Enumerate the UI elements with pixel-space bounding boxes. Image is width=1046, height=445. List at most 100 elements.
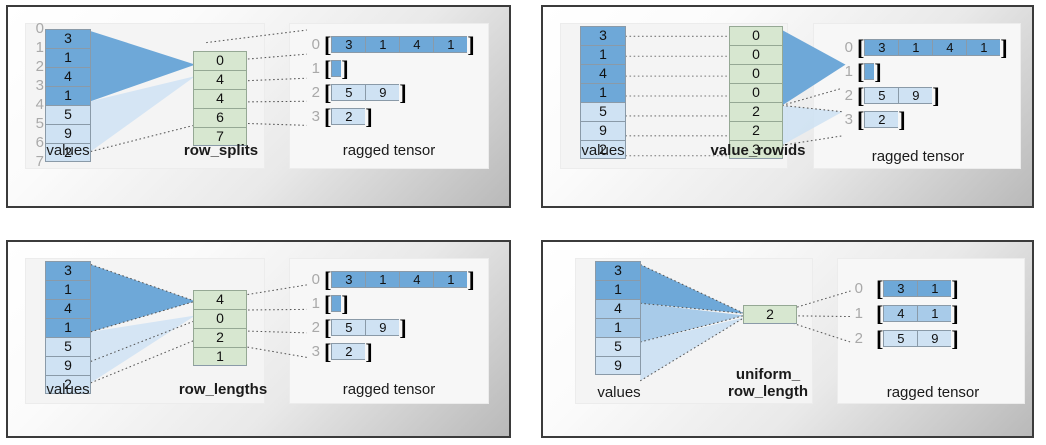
- value-index-label: 4: [35, 96, 44, 113]
- ragged-cell: 2: [331, 108, 366, 125]
- ragged-cell: 2: [331, 343, 366, 360]
- ragged-row-index: 1: [854, 305, 863, 322]
- encoding-label-row-splits: row_splits: [183, 142, 259, 159]
- values-column-1: 3 1 4 1 5 9 2: [580, 26, 626, 159]
- value-cell: 9: [45, 124, 91, 143]
- encoding-cell: 7: [193, 127, 247, 146]
- ragged-label-1: ragged tensor: [871, 148, 965, 165]
- value-cell: 9: [45, 356, 91, 375]
- value-cell: 5: [580, 102, 626, 121]
- ragged-cell: 3: [331, 271, 366, 288]
- value-cell: 1: [595, 318, 641, 337]
- value-cell: 3: [580, 26, 626, 45]
- value-cell: 3: [45, 29, 91, 48]
- ragged-row: 2 [ 5 9 ]: [308, 81, 407, 103]
- ragged-row: 3 [ 2 ]: [308, 340, 373, 362]
- ragged-cell: 3: [331, 36, 366, 53]
- encoding-cell: 0: [729, 45, 783, 64]
- encoding-cell: 3: [729, 140, 783, 159]
- value-cell: 4: [580, 64, 626, 83]
- ragged-empty-cell: [331, 295, 342, 312]
- value-cell: 2: [580, 140, 626, 159]
- ragged-row-index: 3: [844, 111, 853, 128]
- ragged-cell: 3: [864, 39, 899, 56]
- value-cell: 5: [595, 337, 641, 356]
- encoding-cell: 2: [743, 305, 797, 324]
- value-index-label: 2: [35, 58, 44, 75]
- value-cell: 2: [45, 143, 91, 162]
- value-cell: 1: [595, 280, 641, 299]
- encoding-cell: 0: [729, 83, 783, 102]
- ragged-row-index: 1: [844, 63, 853, 80]
- ragged-cell: 1: [898, 39, 933, 56]
- encoding-cell: 1: [193, 347, 247, 366]
- values-label-1: values: [581, 142, 625, 159]
- ragged-cell: 1: [917, 305, 952, 322]
- ragged-cell: 1: [365, 271, 400, 288]
- encoding-cell: 2: [193, 328, 247, 347]
- value-cell: 5: [45, 105, 91, 124]
- ragged-row-index: 3: [311, 343, 320, 360]
- ragged-row-index: 2: [311, 84, 320, 101]
- encoding-cell: 2: [729, 102, 783, 121]
- ragged-row-index: 3: [311, 108, 320, 125]
- value-cell: 1: [580, 83, 626, 102]
- ragged-cell: 9: [365, 84, 400, 101]
- ragged-cell: 5: [883, 330, 918, 347]
- value-index-label: 6: [35, 134, 44, 151]
- ragged-cell: 4: [883, 305, 918, 322]
- values-index-column-0: 0 1 2 3 4 5 6 7: [30, 20, 44, 172]
- ragged-row: 2 [ 5 9 ]: [841, 84, 940, 106]
- value-cell: 5: [45, 337, 91, 356]
- encoding-cell: 4: [193, 290, 247, 309]
- ragged-cell: 2: [864, 111, 899, 128]
- panel-value-rowids: 3 1 4 1 5 9 2 0 0 0 0 2 2 3 values value…: [523, 0, 1046, 222]
- values-label-2: values: [46, 381, 90, 398]
- value-index-label: 0: [35, 20, 44, 37]
- ragged-cell: 9: [917, 330, 952, 347]
- value-cell: 9: [595, 356, 641, 375]
- value-cell: 1: [45, 318, 91, 337]
- ragged-row-index: 2: [854, 330, 863, 347]
- ragged-cell: 5: [331, 84, 366, 101]
- ragged-row-index: 1: [311, 60, 320, 77]
- ragged-row-index: 0: [311, 36, 320, 53]
- ragged-row: 1 [ 4 1 ]: [851, 302, 959, 324]
- values-label-0: values: [46, 142, 90, 159]
- value-cell: 4: [45, 299, 91, 318]
- encoding-cell: 0: [729, 64, 783, 83]
- ragged-row: 0 [ 3 1 4 1 ]: [841, 36, 1008, 58]
- ragged-cell: 9: [365, 319, 400, 336]
- ragged-row-index: 0: [844, 39, 853, 56]
- encoding-label-uniform-row-length: uniform_ row_length: [727, 366, 808, 400]
- value-cell: 1: [45, 48, 91, 67]
- encoding-cell: 4: [193, 89, 247, 108]
- ragged-row: 0 [ 3 1 4 1 ]: [308, 33, 475, 55]
- value-index-label: 7: [35, 153, 44, 170]
- ragged-row: 0 [ 3 1 ]: [851, 277, 959, 299]
- value-index-label: 3: [35, 77, 44, 94]
- value-cell: 1: [580, 45, 626, 64]
- encoding-column-value-rowids: 0 0 0 0 2 2 3: [729, 26, 783, 159]
- ragged-cell: 1: [917, 280, 952, 297]
- ragged-label-3: ragged tensor: [886, 384, 980, 401]
- value-cell: 4: [595, 299, 641, 318]
- encoding-label-value-rowids: value_rowids: [710, 142, 806, 159]
- ragged-cell: 4: [399, 271, 434, 288]
- ragged-row-index: 0: [854, 280, 863, 297]
- ragged-cell: 1: [365, 36, 400, 53]
- value-cell: 2: [45, 375, 91, 394]
- encoding-cell: 0: [193, 309, 247, 328]
- value-cell: 1: [45, 280, 91, 299]
- ragged-cell: 4: [932, 39, 967, 56]
- ragged-row: 3 [ 2 ]: [841, 108, 906, 130]
- panel-row-lengths: 3 1 4 1 5 9 2 4 0 2 1 values row_lengths…: [0, 222, 523, 444]
- ragged-cell: 5: [864, 87, 899, 104]
- ragged-cell: 1: [433, 271, 468, 288]
- panel-row-splits: 0 1 2 3 4 5 6 7 3 1 4 1 5 9 2 0 4: [0, 0, 523, 222]
- ragged-row: 0 [ 3 1 4 1 ]: [308, 268, 475, 290]
- values-label-3: values: [597, 384, 641, 401]
- values-column-2: 3 1 4 1 5 9 2: [45, 261, 91, 394]
- value-cell: 3: [45, 261, 91, 280]
- ragged-label-2: ragged tensor: [342, 381, 436, 398]
